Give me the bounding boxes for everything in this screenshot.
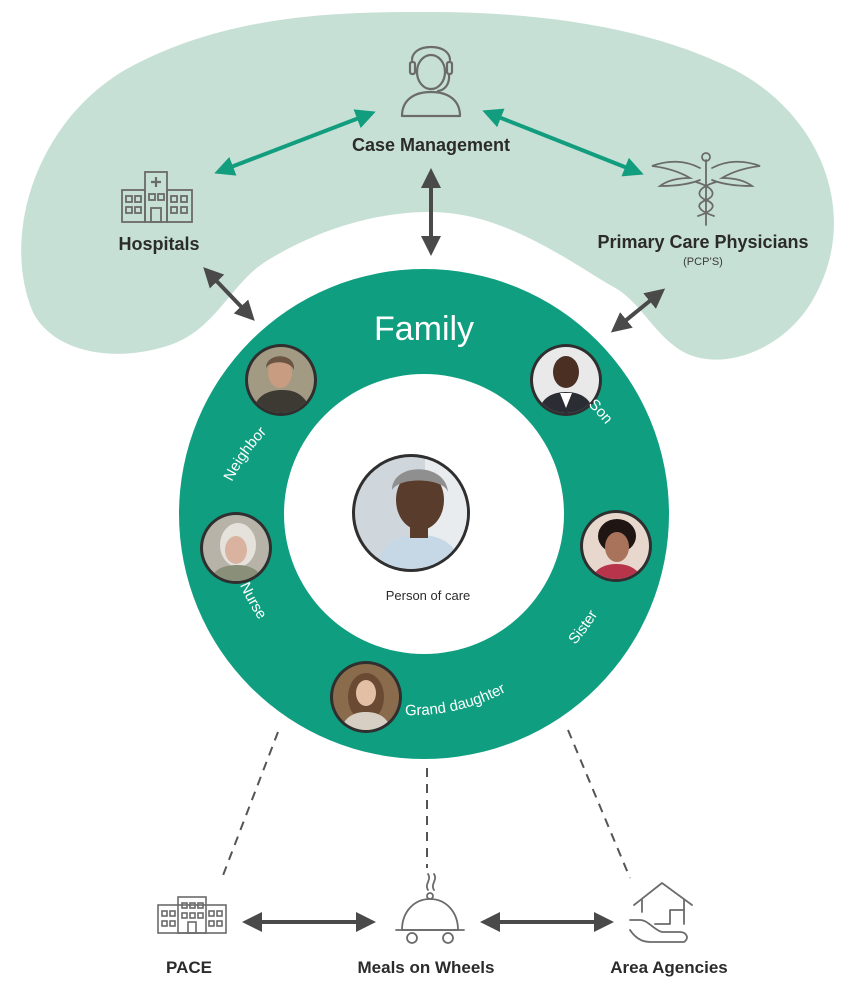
building-icon: [157, 896, 227, 934]
case-management-label: Case Management: [352, 135, 510, 155]
center-person-photo: [352, 454, 470, 572]
arrow-pcp-family: [610, 288, 666, 333]
meals-label: Meals on Wheels: [358, 958, 495, 977]
pcp-sublabel: (PCP’S): [683, 256, 723, 268]
son-photo: [530, 344, 602, 416]
pcp-label: Primary Care Physicians: [597, 232, 808, 252]
hospitals-label: Hospitals: [118, 234, 199, 254]
headset-person-icon: [400, 45, 462, 118]
area-agencies-label: Area Agencies: [610, 958, 727, 977]
arrow-case-hospitals: [214, 109, 376, 176]
caduceus-icon: [651, 152, 761, 226]
center-person-label: Person of care: [386, 588, 471, 603]
sister-photo: [580, 510, 652, 582]
nurse-photo: [200, 512, 272, 584]
dashed-link-pace: [221, 731, 279, 879]
family-title: Family: [374, 310, 474, 348]
food-cloche-icon: [395, 873, 465, 944]
neighbor-photo: [245, 344, 317, 416]
pace-label: PACE: [166, 958, 212, 977]
house-hand-icon: [629, 882, 693, 943]
hospital-building-icon: [121, 171, 193, 223]
arrow-hospitals-family: [203, 267, 255, 321]
dashed-link-area: [567, 729, 631, 879]
grand-daughter-photo: [330, 661, 402, 733]
arrow-case-pcp: [482, 108, 644, 177]
